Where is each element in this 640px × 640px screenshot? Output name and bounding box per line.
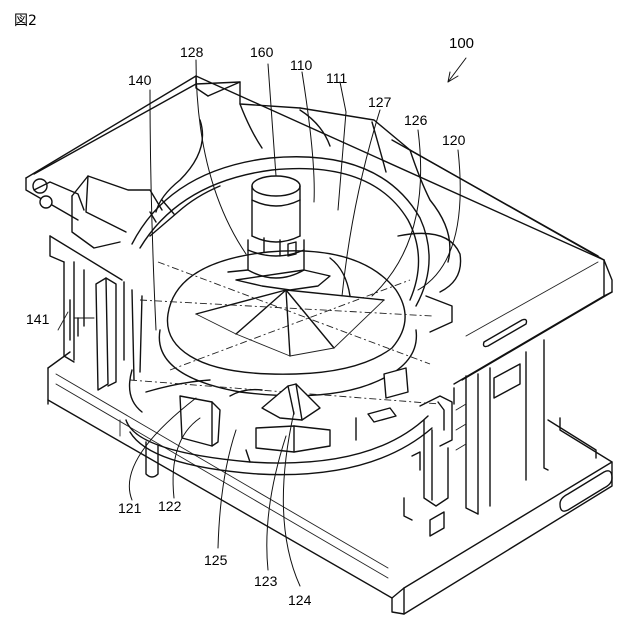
ref-128: 128 <box>180 44 203 60</box>
ref-121: 121 <box>118 500 141 516</box>
ref-110: 110 <box>290 57 312 73</box>
ref-127: 127 <box>368 94 391 110</box>
ref-100: 100 <box>449 36 474 52</box>
ref-141: 141 <box>26 311 49 327</box>
bowl <box>132 104 461 332</box>
right-mechanism <box>404 340 548 536</box>
left-wall <box>50 176 162 390</box>
ref-123: 123 <box>254 573 277 589</box>
ref-140: 140 <box>128 72 151 88</box>
ref-160: 160 <box>250 44 273 60</box>
ref-126: 126 <box>404 112 427 128</box>
base-housing <box>48 352 612 614</box>
ref-120: 120 <box>442 132 465 148</box>
ref-124: 124 <box>288 592 311 608</box>
upper-tray <box>26 76 612 384</box>
ref-111: 111 <box>326 70 347 86</box>
ref-122: 122 <box>158 498 181 514</box>
ref-125: 125 <box>204 552 227 568</box>
